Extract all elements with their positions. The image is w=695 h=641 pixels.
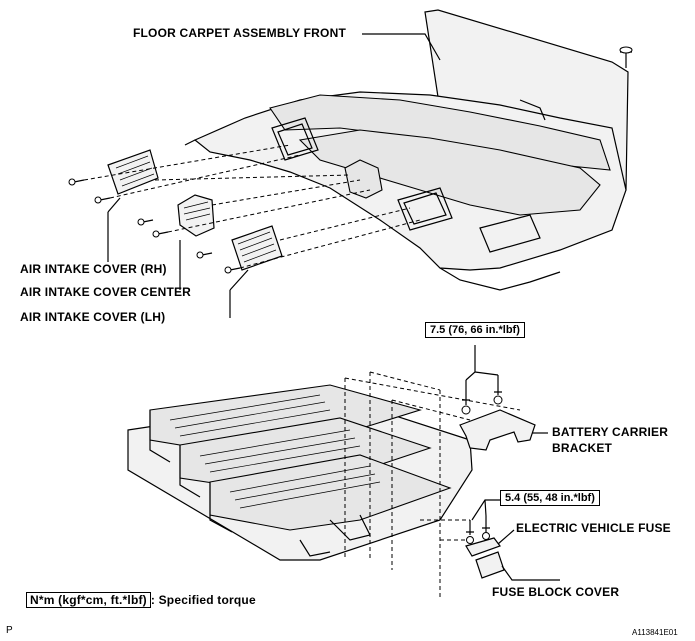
label-air-intake-cover-rh: AIR INTAKE COVER (RH) bbox=[20, 262, 167, 276]
label-air-intake-cover-lh: AIR INTAKE COVER (LH) bbox=[20, 310, 166, 324]
fuse-block-cover-drawing bbox=[475, 551, 505, 579]
hv-battery-drawing bbox=[127, 384, 473, 561]
leader-lines-top bbox=[107, 33, 441, 318]
air-intake-cover-lh-drawing bbox=[231, 225, 283, 271]
figure-code: A113841E01 bbox=[632, 628, 678, 637]
label-electric-vehicle-fuse: ELECTRIC VEHICLE FUSE bbox=[516, 521, 671, 535]
air-intake-cover-center-drawing bbox=[177, 194, 215, 237]
label-air-intake-cover-center: AIR INTAKE COVER CENTER bbox=[20, 285, 192, 299]
legend-unit-box: N*m (kgf*cm, ft.*lbf) bbox=[26, 592, 151, 608]
assembly-guide-lines-bottom bbox=[344, 371, 521, 600]
label-fuse-block-cover: FUSE BLOCK COVER bbox=[492, 585, 620, 599]
battery-carrier-bracket-drawing bbox=[459, 375, 536, 451]
assembly-guide-lines-top bbox=[83, 144, 421, 269]
label-battery-carrier: BATTERY CARRIER bbox=[552, 425, 669, 439]
label-bracket: BRACKET bbox=[552, 441, 613, 455]
floor-carpet-drawing bbox=[184, 9, 633, 291]
legend-text: : Specified torque bbox=[150, 593, 256, 607]
ev-fuse-drawing bbox=[465, 516, 501, 557]
page-letter: P bbox=[6, 625, 13, 636]
torque-spec-bracket: 7.5 (76, 66 in.*lbf) bbox=[425, 322, 525, 338]
torque-legend: N*m (kgf*cm, ft.*lbf): Specified torque bbox=[26, 592, 256, 608]
label-floor-carpet-assembly-front: FLOOR CARPET ASSEMBLY FRONT bbox=[133, 26, 346, 40]
cover-screws bbox=[68, 178, 241, 274]
torque-spec-fuse: 5.4 (55, 48 in.*lbf) bbox=[500, 490, 600, 506]
leader-lines-bottom bbox=[465, 345, 560, 581]
